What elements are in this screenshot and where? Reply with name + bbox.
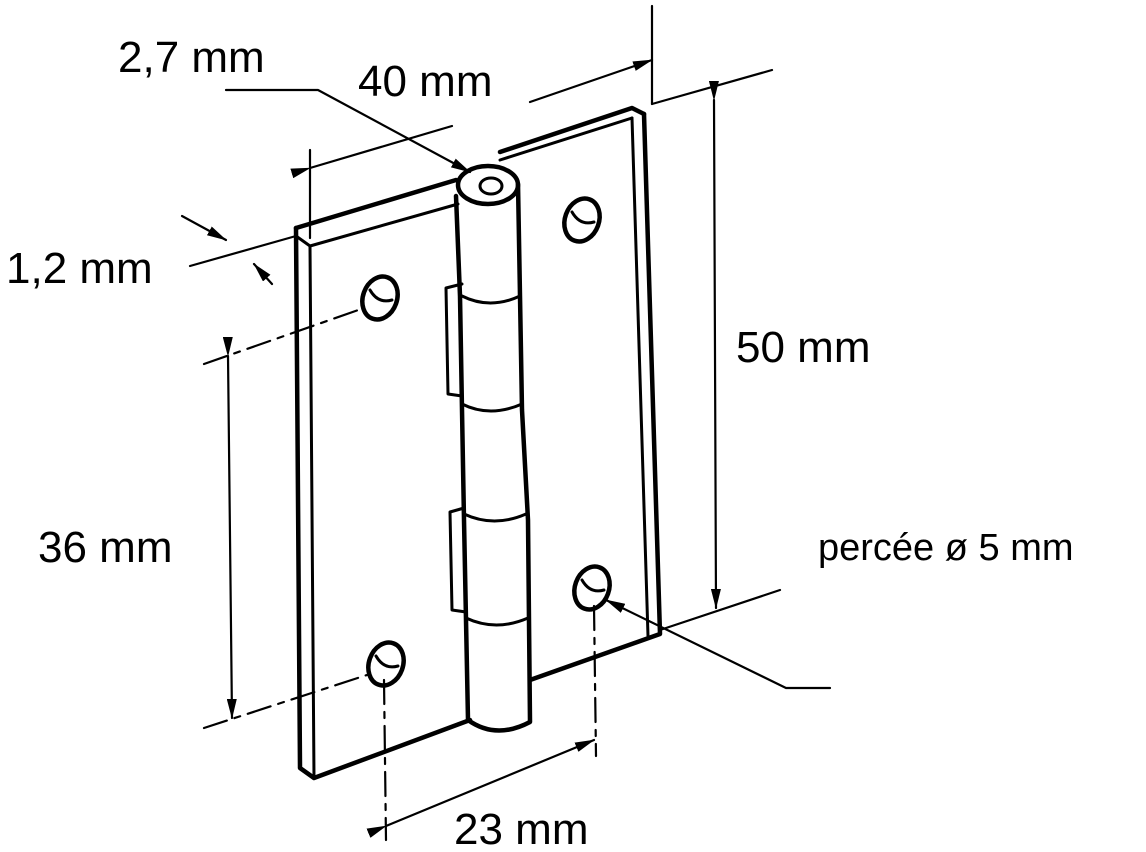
- label-1-2mm: 1,2 mm: [6, 244, 153, 293]
- hole-bottom-right: [572, 564, 612, 612]
- label-23mm: 23 mm: [454, 805, 588, 852]
- right-leaf: [497, 105, 663, 683]
- dimension-36mm: 36 mm: [38, 306, 372, 730]
- hole-bottom-left: [366, 640, 406, 688]
- hinge-barrel: [444, 163, 533, 733]
- dimension-1-2mm: 1,2 mm: [6, 214, 298, 293]
- dimension-2-7mm: 2,7 mm: [118, 33, 472, 174]
- label-36mm: 36 mm: [38, 523, 172, 572]
- dimension-50mm: 50 mm: [650, 68, 870, 632]
- hole-top-right: [562, 196, 602, 244]
- hole-note: percée ø 5 mm: [604, 527, 1074, 690]
- dimension-40mm: 40 mm: [290, 4, 654, 240]
- pin-hole: [478, 176, 504, 196]
- left-leaf: [293, 177, 473, 781]
- label-40mm: 40 mm: [358, 57, 492, 106]
- label-50mm: 50 mm: [736, 323, 870, 372]
- label-2-7mm: 2,7 mm: [118, 33, 265, 82]
- screw-holes: [360, 196, 612, 688]
- dimension-23mm: 23 mm: [366, 604, 598, 852]
- hole-top-left: [360, 274, 400, 322]
- label-hole-diameter: percée ø 5 mm: [818, 527, 1074, 569]
